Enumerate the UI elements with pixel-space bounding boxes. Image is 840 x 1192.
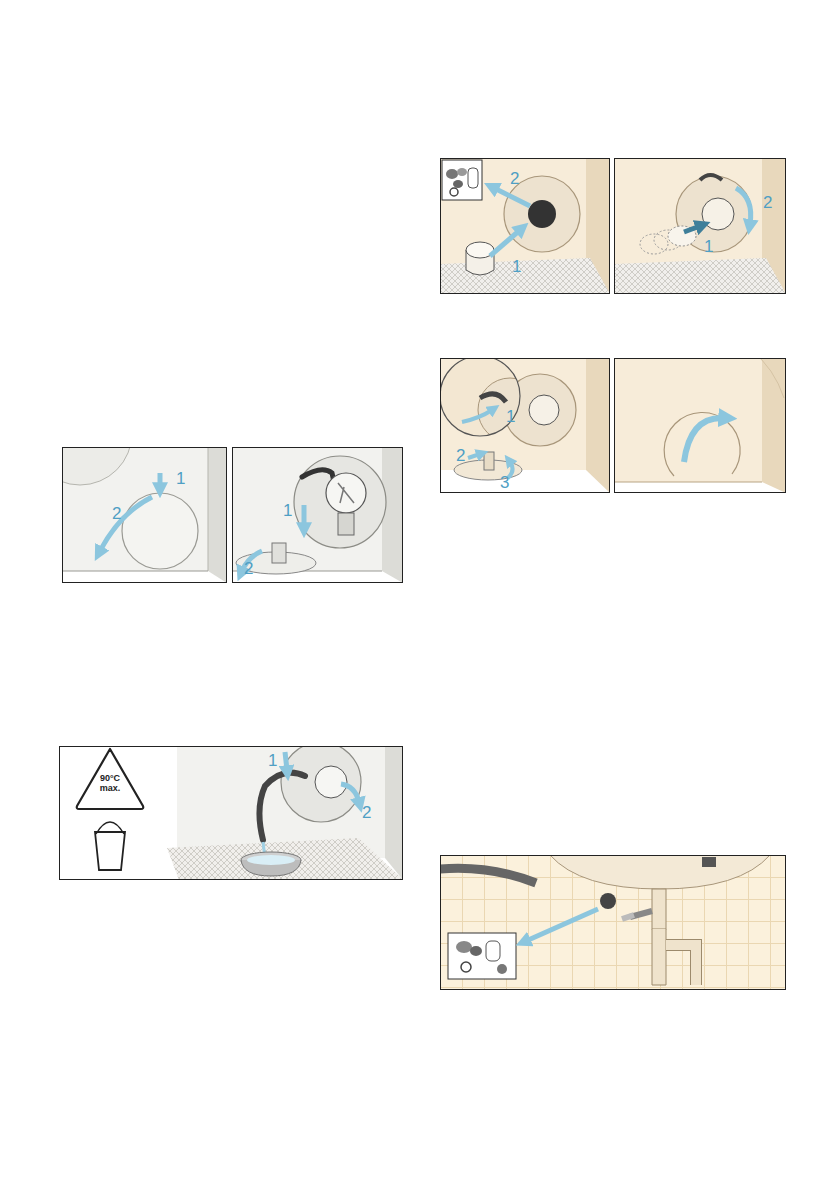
callout-number: 2 <box>112 505 121 522</box>
panel-refit-cap <box>614 158 786 294</box>
panel-open-flap <box>28 381 227 583</box>
callout-number: 2 <box>244 560 253 577</box>
callout-number: 1 <box>268 752 277 769</box>
callout-number: 1 <box>283 502 292 519</box>
callout-number: 3 <box>500 474 509 491</box>
callout-number: 1 <box>704 238 713 255</box>
panel-close-flap <box>614 328 786 493</box>
callout-number: 2 <box>362 804 371 821</box>
callout-number: 1 <box>512 258 521 275</box>
panel-remove-cap <box>440 158 610 294</box>
callout-number: 2 <box>510 170 519 187</box>
panel-drain-water <box>59 742 403 880</box>
callout-number: 2 <box>763 194 772 211</box>
callout-number: 1 <box>506 408 515 425</box>
callout-number: 2 <box>456 447 465 464</box>
panel-refit-flap <box>440 356 610 493</box>
warning-text: 90°C max. <box>93 773 127 793</box>
callout-number: 1 <box>176 470 185 487</box>
panel-siphon <box>440 855 786 990</box>
panel-remove-flap <box>232 447 403 583</box>
